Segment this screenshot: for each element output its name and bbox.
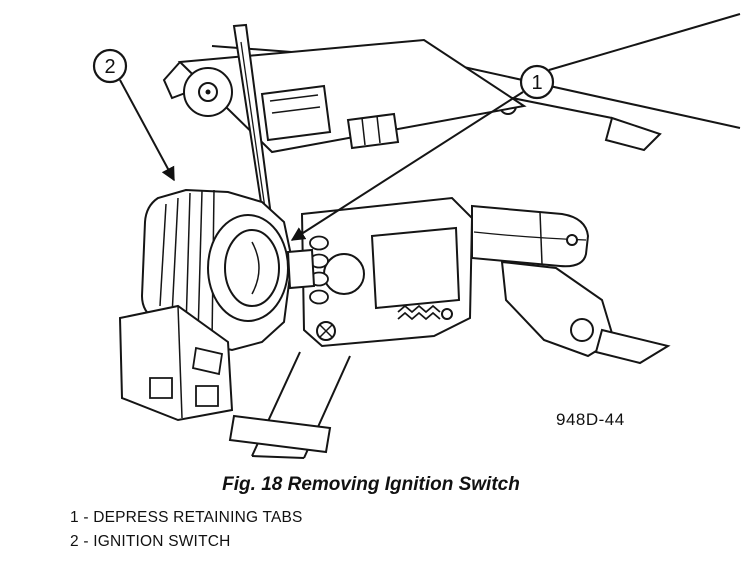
callout-2: 2 [92,48,128,84]
wiring-connector [118,304,234,422]
figure-code: 948D-44 [556,410,625,429]
callout-1-leader [290,13,741,241]
mounting-bracket [300,196,474,348]
callout-1-number: 1 [531,72,542,94]
callout-1: 1 [519,64,555,100]
legend-item-2: 2 - IGNITION SWITCH [70,533,231,550]
figure-legend: 1 - DEPRESS RETAINING TABS 2 - IGNITION … [70,506,303,554]
ignition-switch-removal-drawing: 1 2 [92,13,741,459]
legend-item-1: 1 - DEPRESS RETAINING TABS [70,509,303,526]
retaining-tabs [309,235,329,305]
steering-column [228,351,351,459]
callout-2-number: 2 [104,56,115,78]
upper-bracket [162,38,527,154]
callout-2-leader [119,79,175,182]
figure-caption: Fig. 18 Removing Ignition Switch [222,474,520,495]
lock-housing [471,204,671,365]
